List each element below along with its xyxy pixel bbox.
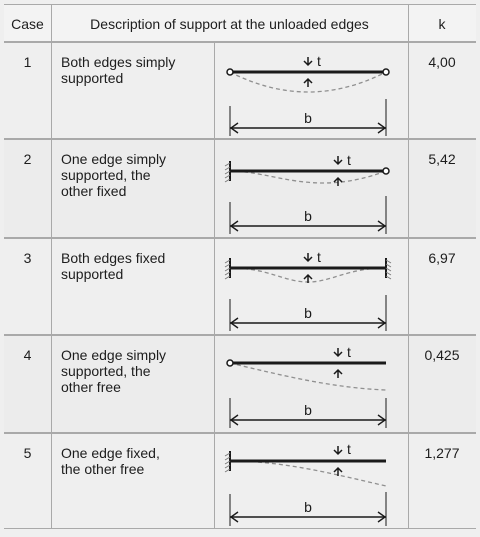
thickness-arrows <box>333 446 343 476</box>
k-value: 1,277 <box>424 445 460 461</box>
header-divider <box>408 5 409 41</box>
table-row: 2 One edge simply supported, the other f… <box>4 139 476 238</box>
thickness-arrows <box>303 57 313 87</box>
support-description: One edge simply supported, the other fix… <box>51 140 214 237</box>
description-line: supported <box>61 266 124 282</box>
header-case: Case <box>11 16 44 32</box>
header-description: Description of support at the unloaded e… <box>90 16 369 32</box>
deflection-curve <box>229 170 387 184</box>
simple-support-left <box>226 359 234 367</box>
support-diagram: t b <box>214 434 408 528</box>
row-divider <box>51 43 52 138</box>
header-k: k <box>438 16 446 32</box>
fixed-hatching-left <box>224 259 231 280</box>
row-divider <box>214 239 215 334</box>
k-value: 0,425 <box>424 347 460 363</box>
thickness-arrows <box>303 253 313 283</box>
dimension-arrowheads <box>229 414 387 426</box>
thickness-label: t <box>317 249 321 265</box>
support-description: One edge simply supported, the other fre… <box>51 336 214 432</box>
simple-support-left <box>226 68 234 76</box>
table-row: 1 Both edges simply supported t b 4,00 <box>4 42 476 139</box>
row-divider <box>408 434 409 528</box>
description-line: supported, the <box>61 363 151 379</box>
deflection-curve <box>229 362 387 391</box>
thickness-label: t <box>317 53 321 69</box>
description-line: One edge simply <box>61 347 167 363</box>
thickness-label: t <box>347 344 351 360</box>
row-divider <box>51 239 52 334</box>
row-divider <box>51 336 52 432</box>
support-diagram: t b <box>214 239 408 334</box>
row-divider <box>214 434 215 528</box>
table-row: 5 One edge fixed, the other free t b 1,2… <box>4 433 476 529</box>
description-line: One edge fixed, <box>61 445 160 461</box>
row-divider <box>408 336 409 432</box>
support-description: One edge fixed, the other free <box>51 434 214 528</box>
description-line: supported, the <box>61 167 151 183</box>
width-label: b <box>304 402 312 418</box>
deflection-curve <box>229 71 387 93</box>
support-description: Both edges fixed supported <box>51 239 214 334</box>
row-divider <box>214 140 215 237</box>
thickness-arrows <box>333 348 343 378</box>
width-label: b <box>304 208 312 224</box>
k-value: 4,00 <box>428 54 456 70</box>
simple-support-right <box>382 68 390 76</box>
description-line: the other free <box>61 461 145 477</box>
case-number: 1 <box>23 54 32 70</box>
diagram-svg: t b <box>224 152 390 234</box>
fixed-hatching-right <box>385 259 392 280</box>
k-value: 5,42 <box>428 151 456 167</box>
diagram-svg: t b <box>224 441 387 526</box>
dimension-arrowheads <box>229 317 387 329</box>
fixed-hatching-left <box>224 452 231 473</box>
case-number: 3 <box>23 250 32 266</box>
row-divider <box>408 43 409 138</box>
row-divider <box>51 434 52 528</box>
row-divider <box>408 239 409 334</box>
description-line: other free <box>61 379 121 395</box>
diagram-svg: t b <box>224 249 392 331</box>
case-number: 4 <box>23 347 32 363</box>
k-value: 6,97 <box>428 250 456 266</box>
header-divider <box>51 5 52 41</box>
row-divider <box>214 336 215 432</box>
table-row: 3 Both edges fixed supported t b 6, <box>4 238 476 335</box>
width-label: b <box>304 110 312 126</box>
description-line: One edge simply <box>61 151 167 167</box>
thickness-label: t <box>347 152 351 168</box>
dimension-arrowheads <box>229 220 387 232</box>
description-line: Both edges fixed <box>61 250 166 266</box>
width-label: b <box>304 499 312 515</box>
row-divider <box>408 140 409 237</box>
support-diagram: t b <box>214 43 408 138</box>
row-divider <box>51 140 52 237</box>
table-row: 4 One edge simply supported, the other f… <box>4 335 476 433</box>
case-number: 5 <box>23 445 32 461</box>
row-divider <box>214 43 215 138</box>
thickness-label: t <box>347 441 351 457</box>
fixed-hatching-left <box>224 162 231 183</box>
support-diagram: t b <box>214 140 408 237</box>
width-label: b <box>304 305 312 321</box>
support-description: Both edges simply supported <box>51 43 214 138</box>
thickness-arrows <box>333 156 343 186</box>
description-line: Both edges simply <box>61 54 176 70</box>
deflection-curve <box>229 460 387 487</box>
dimension-arrowheads <box>229 511 387 523</box>
table-header: Case Description of support at the unloa… <box>4 4 476 42</box>
description-line: supported <box>61 70 124 86</box>
simple-support-right <box>382 167 390 175</box>
description-line: other fixed <box>61 183 127 199</box>
support-diagram: t b <box>214 336 408 432</box>
case-number: 2 <box>23 151 32 167</box>
diagram-svg: t b <box>226 344 387 428</box>
diagram-svg: t b <box>226 53 390 136</box>
dimension-arrowheads <box>229 122 387 134</box>
